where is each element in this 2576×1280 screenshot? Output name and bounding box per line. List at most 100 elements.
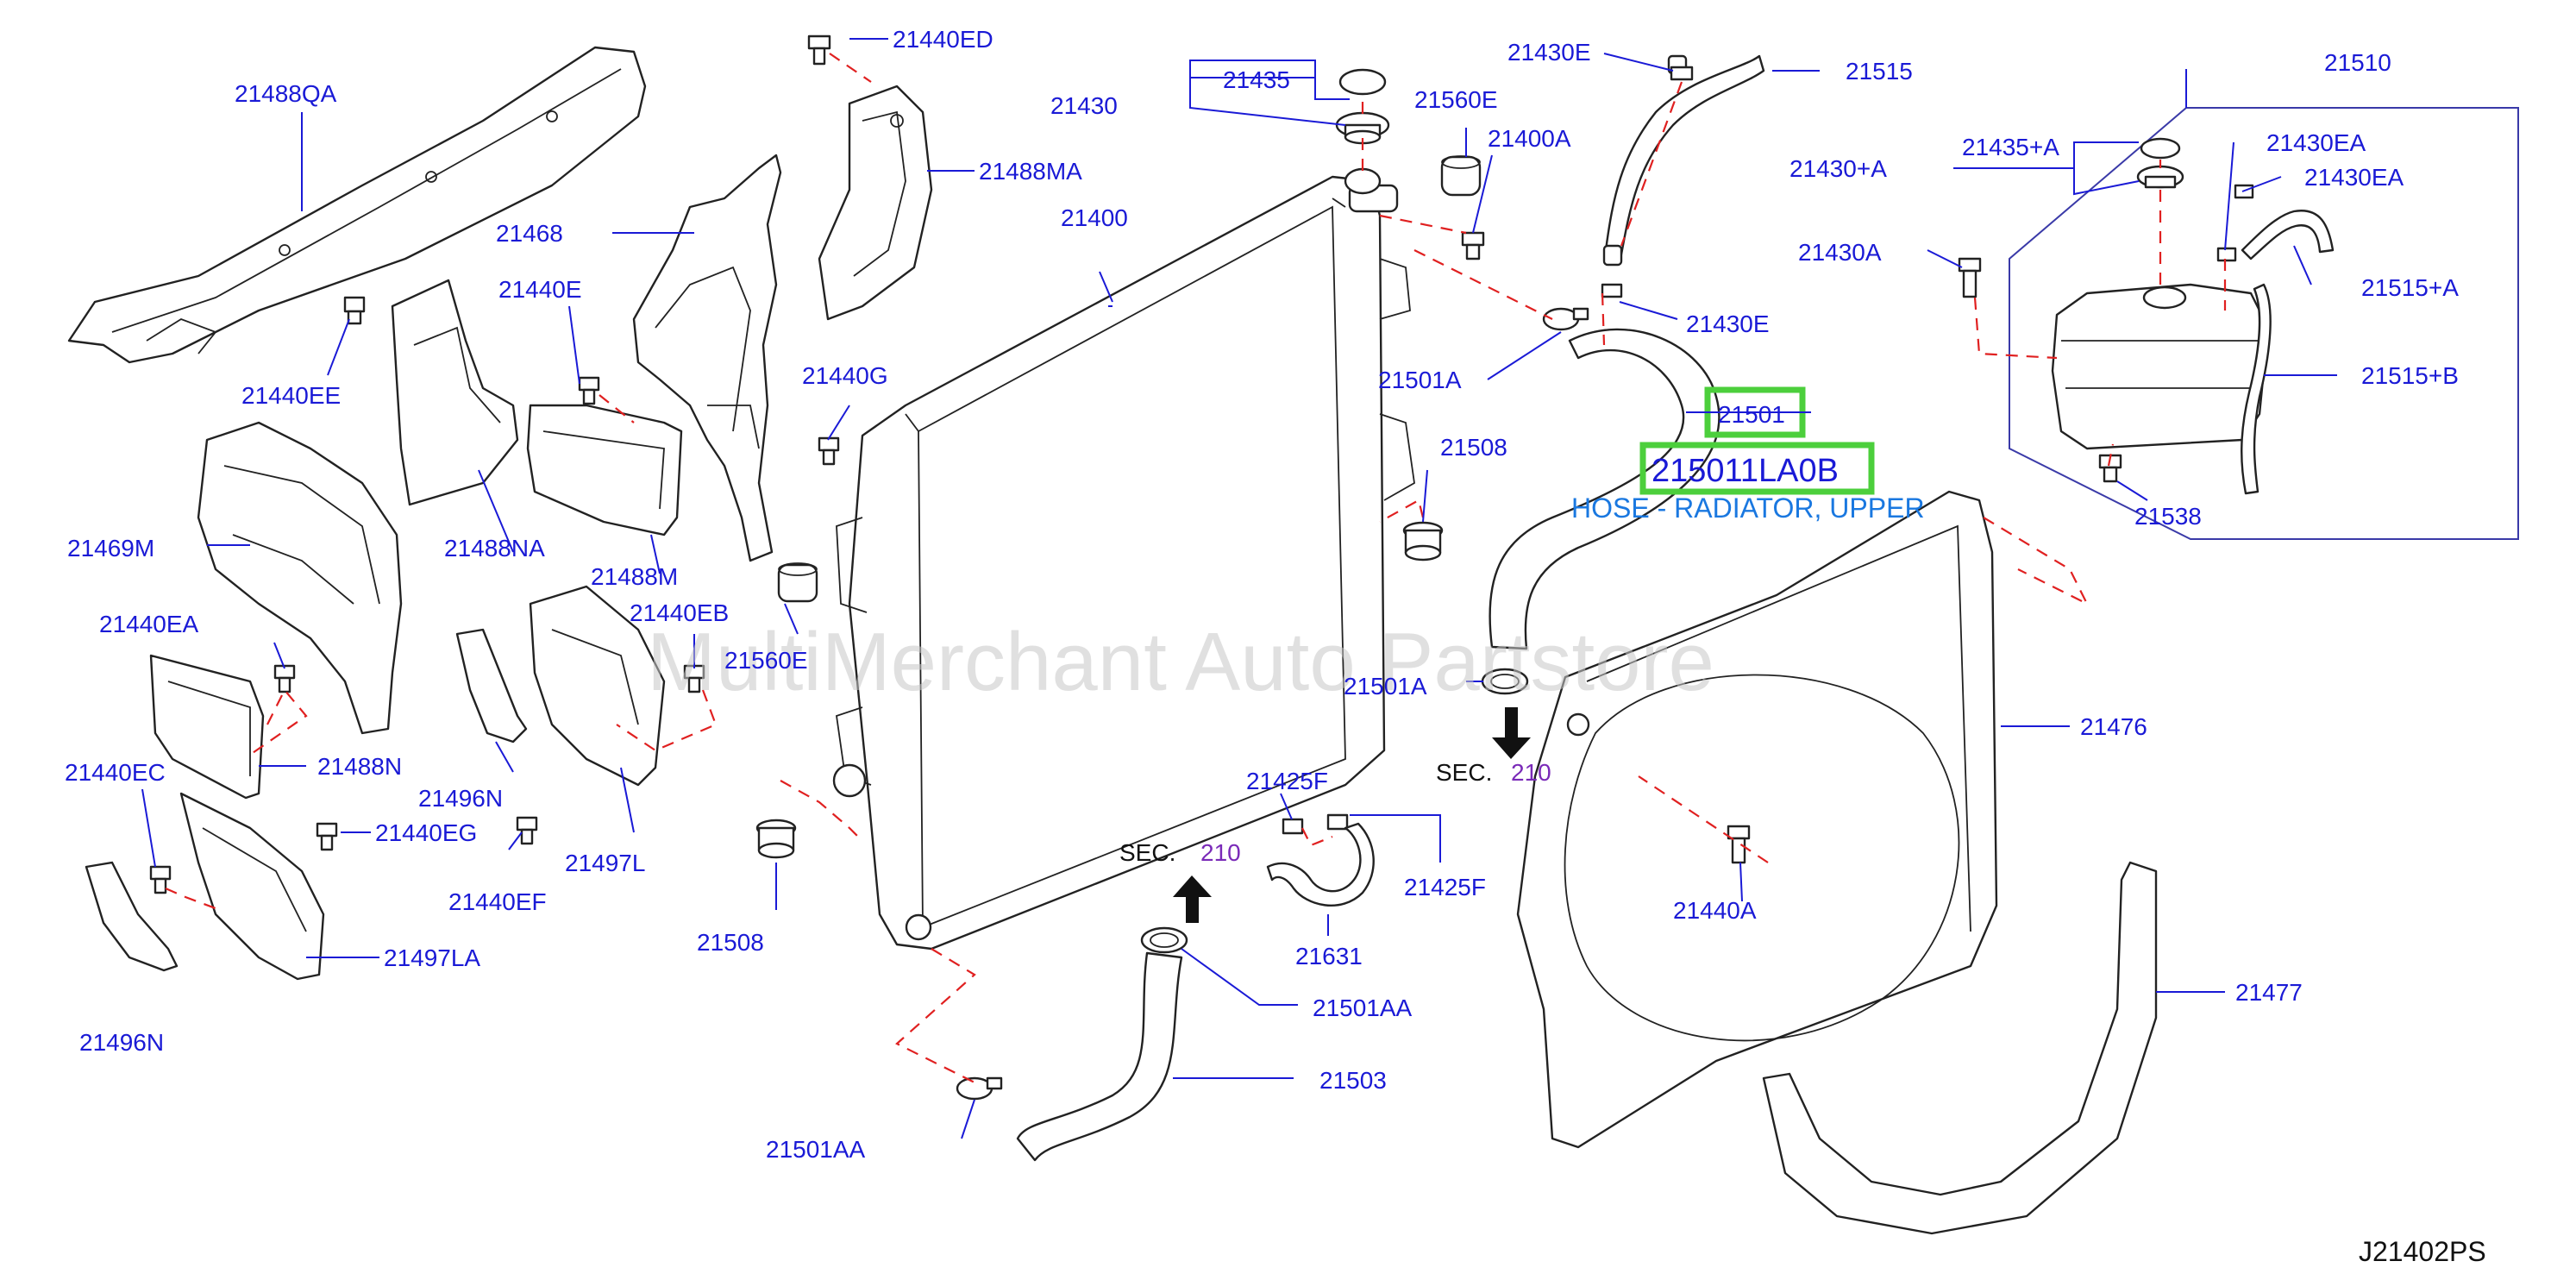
label-21488m[interactable]: 21488M bbox=[591, 563, 678, 590]
part-21560e-top-mount[interactable] bbox=[1440, 155, 1482, 197]
part-21440ea-bolt[interactable] bbox=[273, 664, 296, 693]
label-21430e-mid[interactable]: 21430E bbox=[1686, 311, 1770, 337]
part-21425f-clamp-right[interactable] bbox=[1326, 813, 1349, 831]
part-21488qa-cover[interactable] bbox=[67, 46, 647, 364]
sec-lower-reference[interactable]: SEC. 210 bbox=[1119, 839, 1241, 866]
part-21488na-duct[interactable] bbox=[391, 279, 519, 506]
part-21488m-bracket[interactable] bbox=[526, 404, 683, 536]
part-21440g-bolt[interactable] bbox=[818, 436, 840, 466]
label-21425f-top[interactable]: 21425F bbox=[1246, 768, 1328, 794]
label-21476[interactable]: 21476 bbox=[2080, 713, 2147, 740]
label-21503[interactable]: 21503 bbox=[1319, 1067, 1387, 1094]
part-21469m-shroud[interactable] bbox=[197, 421, 403, 735]
part-21488n-guide[interactable] bbox=[149, 654, 265, 800]
part-21515b-hose[interactable] bbox=[2241, 283, 2272, 495]
part-21440ee-clip[interactable] bbox=[343, 296, 366, 325]
label-21440ea[interactable]: 21440EA bbox=[99, 611, 199, 637]
label-21430a-plus[interactable]: 21430+A bbox=[1789, 155, 1887, 182]
part-21501aa-low-clamp[interactable] bbox=[956, 1076, 1003, 1101]
label-21501a-top[interactable]: 21501A bbox=[1378, 367, 1462, 393]
label-21488qa[interactable]: 21488QA bbox=[235, 80, 337, 107]
label-21440ec[interactable]: 21440EC bbox=[65, 759, 166, 786]
label-21469m[interactable]: 21469M bbox=[67, 535, 154, 562]
part-21430-cap[interactable] bbox=[1335, 111, 1390, 145]
part-21631-hose[interactable] bbox=[1266, 822, 1375, 907]
part-21400a-bolt[interactable] bbox=[1461, 231, 1485, 260]
label-21440ed[interactable]: 21440ED bbox=[893, 26, 993, 53]
label-21440eg[interactable]: 21440EG bbox=[375, 819, 477, 846]
sec-upper-reference[interactable]: SEC. 210 bbox=[1436, 759, 1551, 786]
part-21496n-mid[interactable] bbox=[455, 628, 528, 744]
label-21538[interactable]: 21538 bbox=[2134, 503, 2202, 530]
part-21468-panel[interactable] bbox=[632, 154, 782, 562]
part-21440ed-bolt[interactable] bbox=[807, 35, 831, 66]
label-21515a[interactable]: 21515+A bbox=[2361, 274, 2459, 301]
part-21515a-hose[interactable] bbox=[2241, 210, 2335, 260]
part-21496n-low[interactable] bbox=[85, 861, 179, 972]
label-21430ea-2[interactable]: 21430EA bbox=[2304, 164, 2404, 191]
label-21496n-low[interactable]: 21496N bbox=[79, 1029, 164, 1056]
label-21488na[interactable]: 21488NA bbox=[444, 535, 545, 562]
label-21501a-low[interactable]: 21501A bbox=[1344, 673, 1427, 700]
part-21510-reservoir-tank[interactable] bbox=[2051, 283, 2270, 450]
label-21425f-right[interactable]: 21425F bbox=[1404, 874, 1486, 900]
highlight-part-number[interactable]: 21501 bbox=[1718, 401, 1785, 428]
part-21400-radiator[interactable] bbox=[832, 167, 1415, 951]
label-21496n-mid[interactable]: 21496N bbox=[418, 785, 503, 812]
part-21430a-plus-cap[interactable] bbox=[2136, 165, 2184, 189]
part-21435a-seal[interactable] bbox=[2140, 137, 2181, 160]
label-21497l[interactable]: 21497L bbox=[565, 850, 645, 876]
part-21503-lower-hose[interactable] bbox=[1016, 951, 1183, 1162]
part-21440eg-bolt[interactable] bbox=[316, 822, 338, 851]
label-21440ee[interactable]: 21440EE bbox=[241, 382, 341, 409]
part-21440e-bolt[interactable] bbox=[578, 376, 600, 405]
label-21430ea-1[interactable]: 21430EA bbox=[2266, 129, 2366, 156]
label-21430e-top[interactable]: 21430E bbox=[1507, 39, 1591, 66]
label-21400[interactable]: 21400 bbox=[1061, 204, 1128, 231]
part-21430e-top-clamp[interactable] bbox=[1670, 66, 1694, 81]
part-21430a-bolt[interactable] bbox=[1958, 257, 1982, 298]
label-21508-mid[interactable]: 21508 bbox=[1440, 434, 1507, 461]
label-21440g[interactable]: 21440G bbox=[802, 362, 888, 389]
part-21508-mid-grommet[interactable] bbox=[1402, 521, 1444, 562]
part-21508-left-grommet[interactable] bbox=[755, 819, 797, 859]
part-21501aa-mid-clamp[interactable] bbox=[1140, 926, 1188, 954]
label-21497la[interactable]: 21497LA bbox=[384, 944, 480, 971]
part-21538-bolt[interactable] bbox=[2098, 454, 2122, 483]
part-21488ma-bracket[interactable] bbox=[818, 85, 933, 321]
part-21430e-mid-clamp[interactable] bbox=[1601, 283, 1623, 298]
part-21477-lower-shroud[interactable] bbox=[1762, 861, 2158, 1235]
part-21560e-lower-mount[interactable] bbox=[777, 562, 818, 603]
label-21560e-lower[interactable]: 21560E bbox=[724, 647, 808, 674]
label-21501aa-low[interactable]: 21501AA bbox=[766, 1136, 866, 1163]
part-21501a-top-clamp[interactable] bbox=[1542, 307, 1589, 331]
label-21515b[interactable]: 21515+B bbox=[2361, 362, 2459, 389]
part-21440eb-bolt[interactable] bbox=[683, 664, 705, 693]
label-21430[interactable]: 21430 bbox=[1050, 92, 1118, 119]
part-21497la-bracket[interactable] bbox=[179, 792, 325, 981]
part-21425f-clamp-left[interactable] bbox=[1282, 818, 1304, 835]
part-21476-fan-shroud[interactable] bbox=[1516, 490, 1998, 1149]
label-21440e[interactable]: 21440E bbox=[498, 276, 582, 303]
part-21497l-bracket[interactable] bbox=[529, 585, 666, 787]
part-21440ef-bolt[interactable] bbox=[516, 816, 538, 845]
label-21435[interactable]: 21435 bbox=[1223, 66, 1290, 93]
label-21468[interactable]: 21468 bbox=[496, 220, 563, 247]
label-21510[interactable]: 21510 bbox=[2324, 49, 2391, 76]
label-21440ef[interactable]: 21440EF bbox=[448, 888, 547, 915]
label-21477[interactable]: 21477 bbox=[2235, 979, 2303, 1006]
part-21430ea-clamp-1[interactable] bbox=[2216, 247, 2237, 262]
part-21515-overflow-hose[interactable] bbox=[1602, 54, 1765, 267]
part-21435-seal[interactable] bbox=[1338, 68, 1387, 96]
label-21400a[interactable]: 21400A bbox=[1488, 125, 1571, 152]
label-21560e-top[interactable]: 21560E bbox=[1414, 86, 1498, 113]
label-21488ma[interactable]: 21488MA bbox=[979, 158, 1082, 185]
label-21631[interactable]: 21631 bbox=[1295, 943, 1363, 969]
label-21440eb[interactable]: 21440EB bbox=[630, 599, 729, 626]
label-21508-left[interactable]: 21508 bbox=[697, 929, 764, 956]
label-21488n[interactable]: 21488N bbox=[317, 753, 402, 780]
label-21515[interactable]: 21515 bbox=[1846, 58, 1913, 85]
label-21430a[interactable]: 21430A bbox=[1798, 239, 1882, 266]
label-21435a[interactable]: 21435+A bbox=[1962, 134, 2059, 160]
part-21440ec-bolt[interactable] bbox=[149, 865, 172, 894]
